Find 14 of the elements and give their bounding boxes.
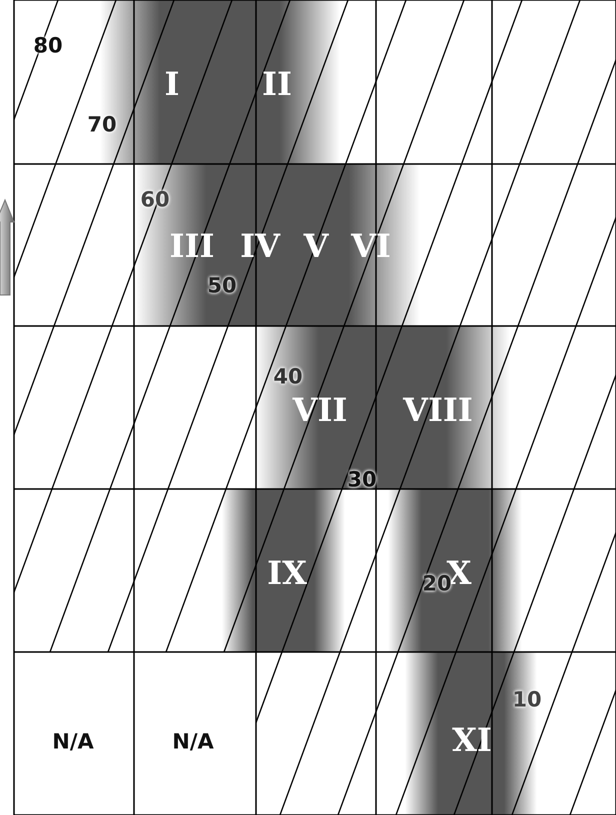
roman-numeral-label: II — [262, 68, 292, 100]
roman-numeral-label: IX — [267, 557, 307, 589]
cell-text: N/A — [52, 732, 94, 752]
roman-numeral-label: IV — [240, 230, 280, 262]
value-label: 50 — [207, 276, 237, 296]
value-label: 10 — [512, 690, 542, 710]
roman-numeral-label: XI — [452, 724, 492, 756]
value-label: 40 — [273, 366, 303, 388]
roman-numeral-label: VIII — [403, 394, 473, 426]
roman-numeral-label: V — [304, 230, 328, 262]
cell-text: N/A — [172, 732, 214, 752]
roman-numeral-label: I — [164, 68, 180, 100]
value-label: 70 — [87, 114, 117, 136]
roman-numeral-label: VII — [292, 394, 348, 426]
